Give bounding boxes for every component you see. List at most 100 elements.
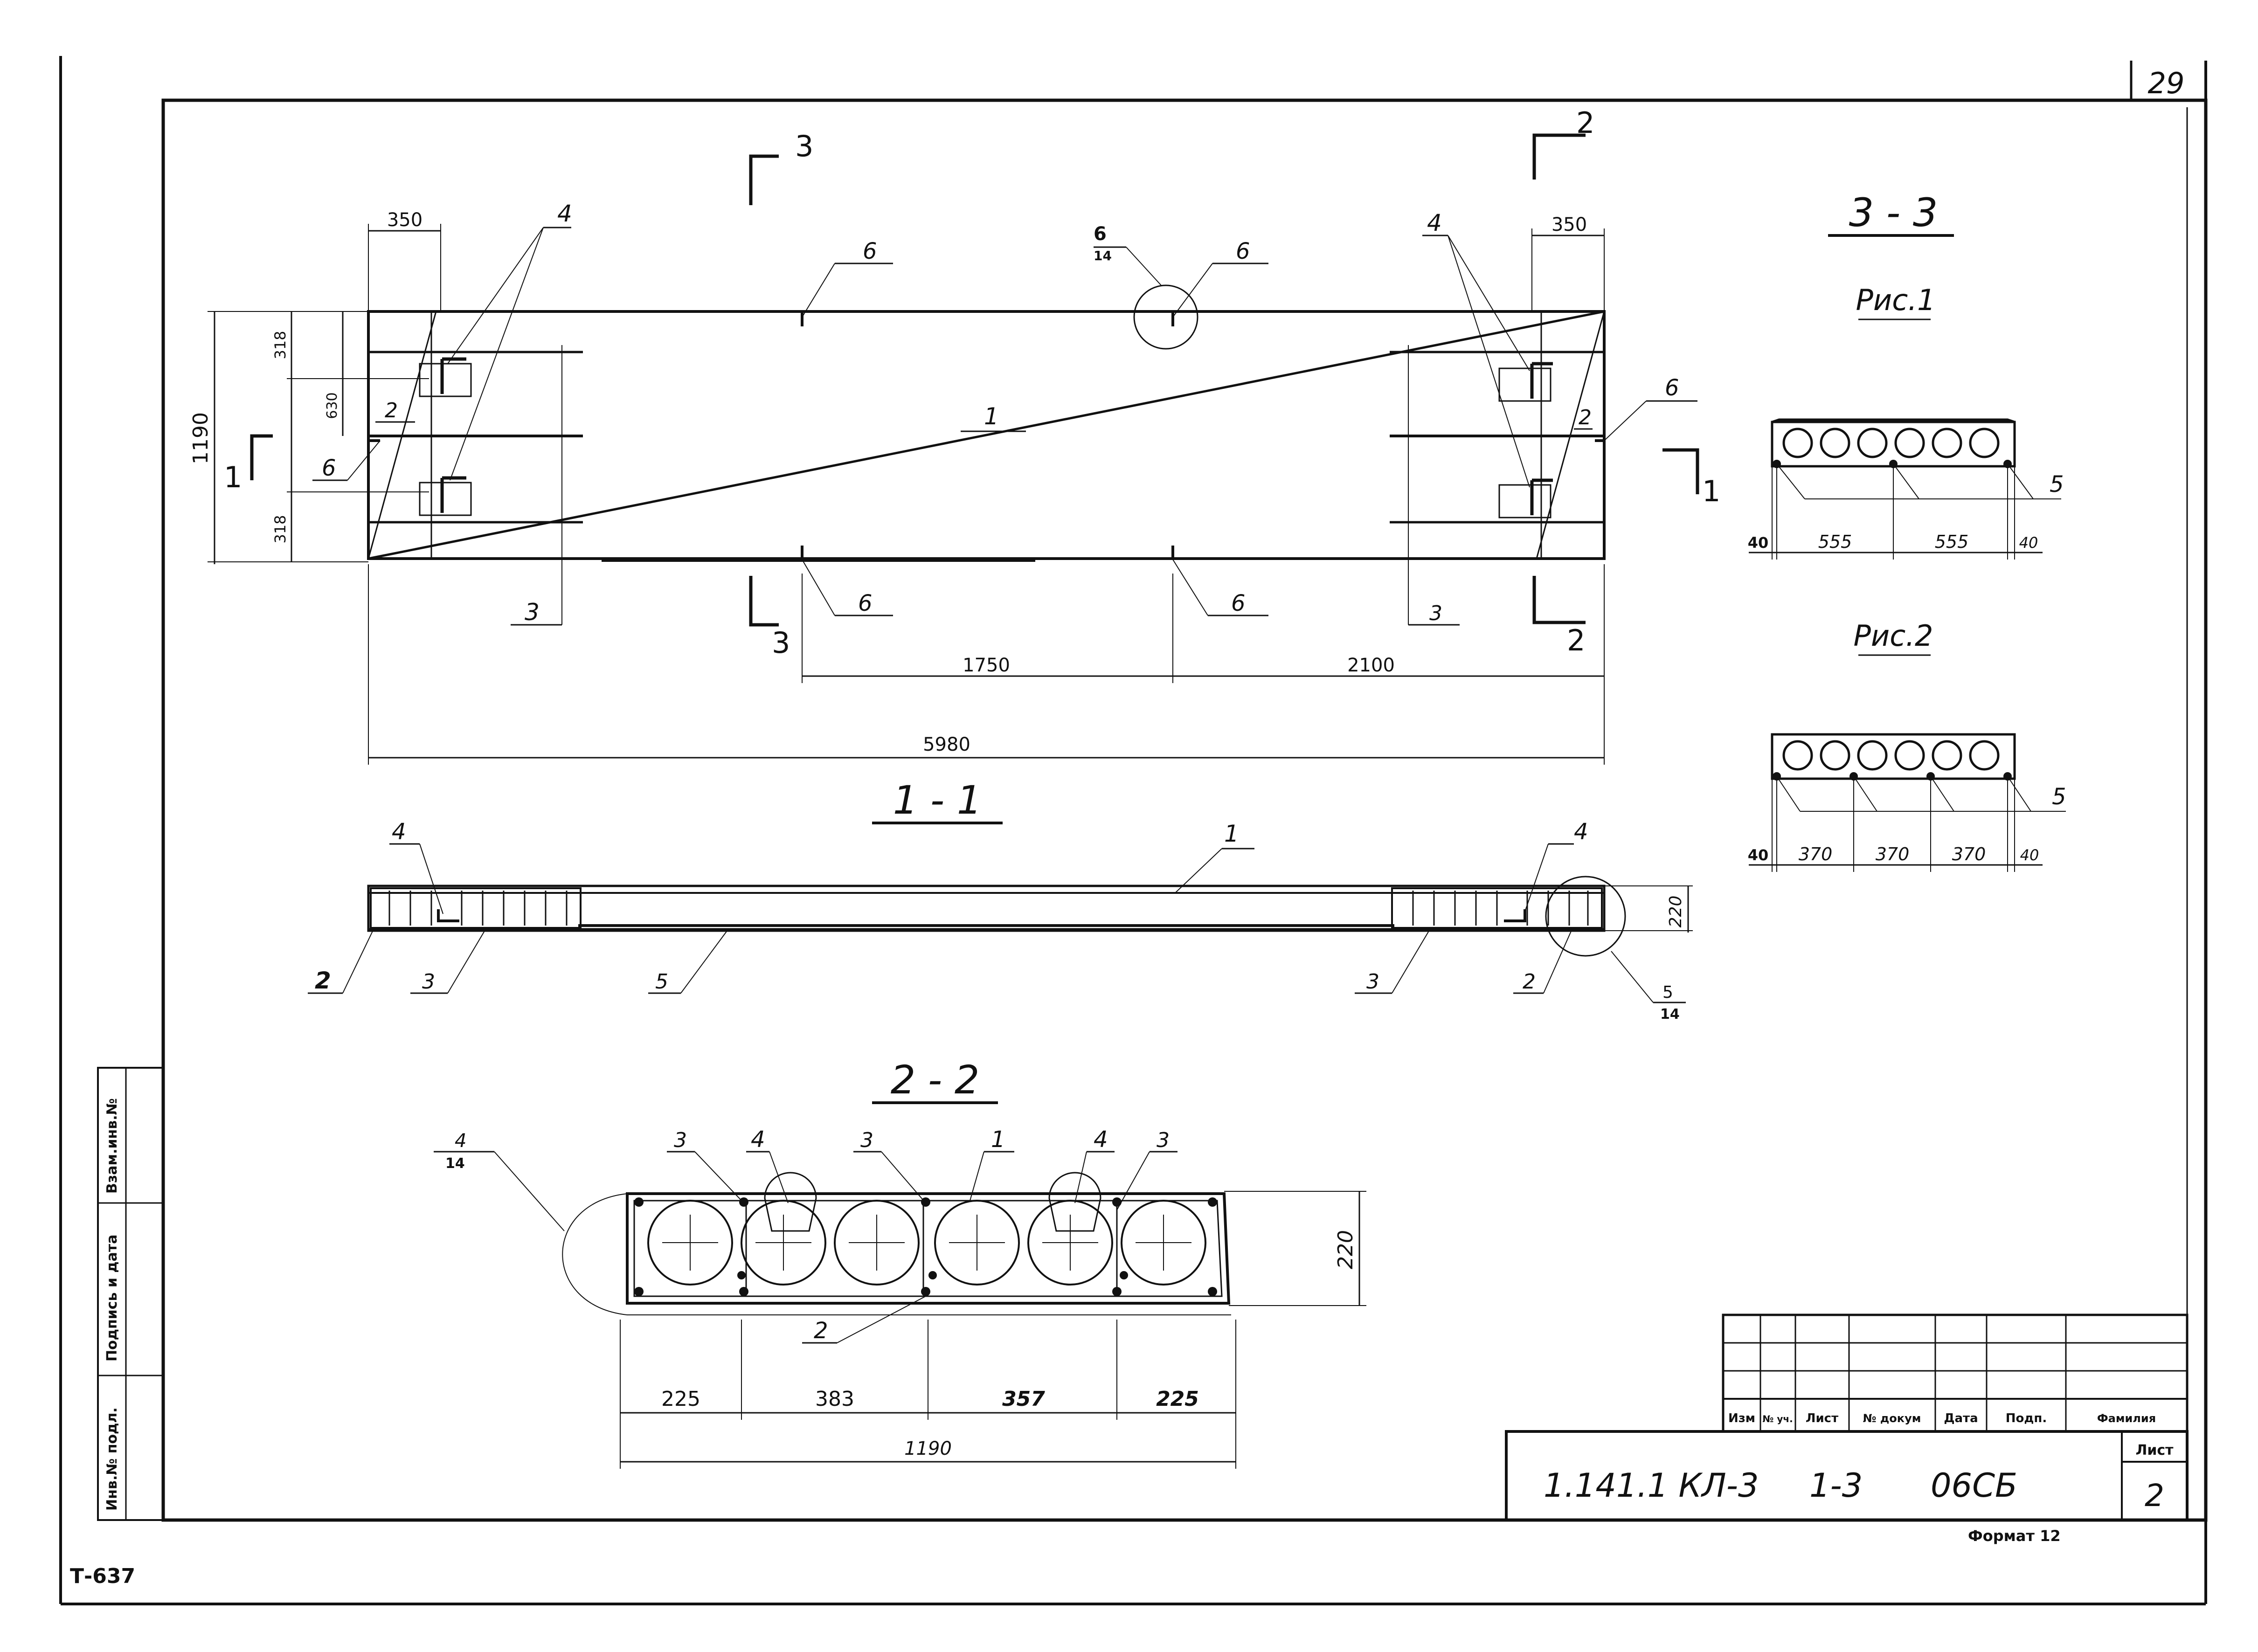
section-mark-3-top: 3 <box>795 129 813 163</box>
plan-callout-2-left: 2 <box>385 399 398 422</box>
sheet-frame <box>59 56 2208 1605</box>
fig2-callout-5: 5 <box>2052 784 2066 810</box>
plan-callout-4-right: 4 <box>1427 209 1442 236</box>
fig1-view <box>1749 418 2061 560</box>
plan-callout-4-left: 4 <box>557 200 572 227</box>
plan-callout-6-bottom-b: 6 <box>1231 590 1246 616</box>
plan-callout-2-right: 2 <box>1579 406 1592 429</box>
section-mark-2-bottom: 2 <box>1567 623 1585 657</box>
side-inventory-table <box>97 1067 164 1521</box>
section-2-2-callout-4-b: 4 <box>1094 1127 1108 1153</box>
section-1-1-callout-5: 5 <box>655 970 668 994</box>
section-1-1-callout-2-left: 2 <box>315 967 331 994</box>
section-1-1-view <box>367 876 1626 957</box>
plan-dim-1750: 1750 <box>963 655 1010 676</box>
tb-header-fam: Фамилия <box>2097 1412 2156 1425</box>
plan-callout-6-top-a: 6 <box>863 238 877 264</box>
section-2-2-callout-1: 1 <box>991 1127 1005 1153</box>
section-2-2-callout-3-b: 3 <box>860 1128 873 1152</box>
plan-dim-350-left: 350 <box>387 209 423 231</box>
fig2-dim-370-a: 370 <box>1799 844 1833 864</box>
section-2-2-dim-1190: 1190 <box>904 1438 952 1459</box>
plan-dim-630: 630 <box>324 392 340 419</box>
side-table-inv: Инв.№ подл. <box>104 1407 120 1511</box>
tb-header-data: Дата <box>1944 1411 1978 1425</box>
stamp-left: Т-637 <box>70 1564 135 1588</box>
plan-callout-1: 1 <box>984 403 999 430</box>
fig2-view <box>1749 733 2066 872</box>
page-number: 29 <box>2148 66 2185 100</box>
tb-header-izm: Изм <box>1728 1411 1755 1425</box>
plan-node-ref-num: 6 <box>1094 223 1107 245</box>
section-1-1-callout-4-right: 4 <box>1574 819 1588 845</box>
fig2-dim-40-right: 40 <box>2020 846 2039 864</box>
plan-dim-318-bottom: 318 <box>271 515 289 543</box>
plan-callout-6-left: 6 <box>322 455 336 481</box>
section-1-1-dim-220: 220 <box>1666 896 1685 928</box>
side-table-sign: Подпись и дата <box>104 1235 120 1362</box>
tb-sheet-number: 2 <box>2145 1478 2164 1514</box>
section-1-1-callout-1: 1 <box>1224 820 1239 847</box>
title-block <box>1505 1313 2189 1521</box>
side-table-replace: Взам.инв.№ <box>104 1098 120 1194</box>
section-1-1-callout-2-right: 2 <box>1523 970 1536 994</box>
tb-header-list: Лист <box>1806 1411 1838 1425</box>
plan-dim-2100: 2100 <box>1347 655 1395 676</box>
format-label: Формат 12 <box>1968 1527 2061 1545</box>
plan-callout-3-right: 3 <box>1429 601 1442 625</box>
fig1-dim-40-left: 40 <box>1748 534 1769 552</box>
fig1-dim-555-b: 555 <box>1935 532 1969 552</box>
plan-view <box>367 284 1606 562</box>
section-mark-2-top: 2 <box>1576 106 1594 140</box>
section-1-1-node-ref-num: 5 <box>1662 983 1673 1002</box>
section-3-3-title: 3 - 3 <box>1849 190 1938 235</box>
fig2-dim-370-c: 370 <box>1952 844 1986 864</box>
fig1-dim-40-right: 40 <box>2019 534 2038 552</box>
section-1-1-node-ref-den: 14 <box>1660 1006 1680 1023</box>
section-2-2-dim-220: 220 <box>1334 1230 1358 1269</box>
section-2-2-title: 2 - 2 <box>891 1057 980 1103</box>
section-1-1-annotations <box>308 843 1693 1003</box>
section-2-2-callout-3-c: 3 <box>1157 1128 1170 1152</box>
tb-header-podp: Подп. <box>2006 1411 2047 1425</box>
section-2-2-dim-225-left: 225 <box>661 1387 700 1411</box>
section-2-2-annotations <box>434 1151 1366 1469</box>
tb-code-2: 1-3 <box>1809 1466 1863 1505</box>
section-2-2-view <box>562 1172 1231 1315</box>
section-mark-1-left: 1 <box>224 460 242 494</box>
section-2-2-dim-357: 357 <box>1002 1387 1045 1411</box>
fig2-dim-370-b: 370 <box>1876 844 1910 864</box>
plan-dimensions <box>208 224 1605 765</box>
tb-header-nuch: № уч. <box>1762 1413 1793 1424</box>
fig2-dim-40-left: 40 <box>1748 846 1769 864</box>
section-mark-1-right: 1 <box>1702 474 1720 508</box>
tb-header-ndok: № докум <box>1863 1412 1921 1425</box>
plan-callout-3-left: 3 <box>525 599 540 626</box>
plan-callouts <box>312 227 1697 626</box>
section-1-1-callout-3-left: 3 <box>422 970 435 994</box>
plan-callout-6-right: 6 <box>1665 375 1679 401</box>
tb-sheet-label: Лист <box>2135 1442 2174 1458</box>
fig1-callout-5: 5 <box>2050 471 2064 498</box>
fig2-label: Рис.2 <box>1854 619 1933 653</box>
section-mark-3-bottom: 3 <box>772 626 790 660</box>
section-1-1-callout-4-left: 4 <box>392 819 406 845</box>
plan-callout-6-top-b: 6 <box>1236 238 1250 264</box>
section-2-2-dim-225-right: 225 <box>1156 1387 1199 1411</box>
plan-dim-318-top: 318 <box>271 331 289 359</box>
section-2-2-callout-2: 2 <box>814 1318 828 1344</box>
section-2-2-callout-4-a: 4 <box>751 1127 765 1153</box>
plan-dim-350-right: 350 <box>1552 214 1587 235</box>
plan-section-marks <box>250 133 1699 627</box>
section-1-1-title: 1 - 1 <box>893 777 982 823</box>
fig1-dim-555-a: 555 <box>1818 532 1852 552</box>
section-2-2-callout-3-a: 3 <box>674 1128 687 1152</box>
tb-code-3: 06СБ <box>1931 1466 2017 1505</box>
plan-dim-5980: 5980 <box>923 734 970 755</box>
section-2-2-dim-383: 383 <box>815 1387 854 1411</box>
plan-dim-1190: 1190 <box>189 412 213 464</box>
tb-code-1: 1.141.1 КЛ-3 <box>1544 1466 1759 1505</box>
plan-callout-6-bottom-a: 6 <box>858 590 873 616</box>
section-2-2-node-ref-num: 4 <box>455 1130 466 1152</box>
